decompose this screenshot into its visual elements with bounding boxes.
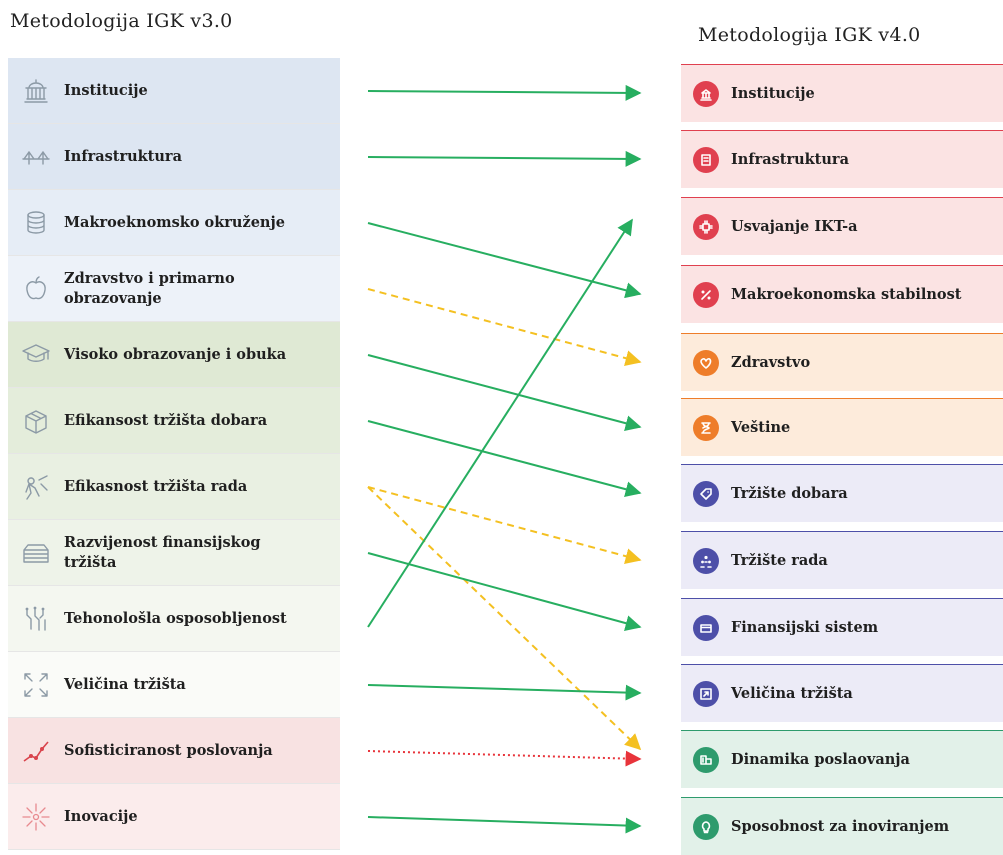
v3-pillar-label: Institucije: [64, 81, 148, 99]
v3-pillar-label: Razvijenost finansijskog tržišta: [64, 533, 261, 571]
mapping-arrow: [367, 354, 642, 432]
wallet-icon: [18, 535, 54, 571]
people-icon: [693, 547, 719, 574]
mapping-arrow: [367, 288, 642, 366]
v3-pillar-row: Inovacije: [8, 784, 340, 850]
tag-icon: [693, 480, 719, 507]
left-column-title: Metodologija IGK v3.0: [10, 10, 233, 32]
card-icon: [693, 614, 719, 641]
heart-icon: [693, 349, 719, 376]
v3-pillar-row: Zdravstvo i primarno obrazovanje: [8, 256, 340, 322]
mapping-arrow: [367, 750, 642, 767]
v3-pillar-label: Tehonološla osposobljenost: [64, 609, 287, 627]
v4-pillar-label: Zdravstvo: [731, 353, 811, 371]
v3-pillar-row: Makroeknomsko okruženje: [8, 190, 340, 256]
mapping-arrow: [367, 150, 642, 167]
v3-pillar-row: Razvijenost finansijskog tržišta: [8, 520, 340, 586]
worker-icon: [18, 469, 54, 505]
v4-pillar-label: Dinamika poslaovanja: [731, 750, 910, 768]
v4-pillar-label: Tržište rada: [731, 551, 828, 569]
v4-pillar-label: Infrastruktura: [731, 150, 849, 168]
v4-pillar-row: Tržište rada: [681, 531, 1003, 589]
v4-pillar-row: Institucije: [681, 64, 1003, 122]
mapping-arrow: [367, 552, 642, 631]
building-icon: [18, 73, 54, 109]
v3-pillar-row: Institucije: [8, 58, 340, 124]
v4-pillar-row: Veličina tržišta: [681, 664, 1003, 722]
v4-pillar-row: Zdravstvo: [681, 333, 1003, 391]
v3-pillar-label: Efikansost tržišta dobara: [64, 411, 268, 429]
growth-line-icon: [18, 733, 54, 769]
v3-pillar-row: Visoko obrazovanje i obuka: [8, 322, 340, 388]
mapping-arrow: [367, 420, 642, 498]
v4-pillar-label: Veštine: [731, 418, 791, 436]
mapping-arrow: [367, 684, 642, 701]
v4-pillar-label: Veličina tržišta: [731, 684, 853, 702]
v4-pillar-row: Veštine: [681, 398, 1003, 456]
v4-pillar-label: Finansijski sistem: [731, 618, 879, 636]
v4-pillar-row: Finansijski sistem: [681, 598, 1003, 656]
v3-pillar-row: Sofisticiranost poslovanja: [8, 718, 340, 784]
v3-pillar-row: Efikansost tržišta dobara: [8, 388, 340, 454]
v3-pillar-label: Inovacije: [64, 807, 138, 825]
coins-icon: [18, 205, 54, 241]
v3-pillar-label: Visoko obrazovanje i obuka: [64, 345, 287, 363]
mapping-arrow: [367, 84, 642, 101]
v3-pillar-label: Sofisticiranost poslovanja: [64, 741, 273, 759]
v3-pillar-label: Veličina tržišta: [64, 675, 186, 693]
mapping-arrow: [367, 816, 642, 834]
v4-pillar-row: Usvajanje IKT-a: [681, 197, 1003, 255]
v3-pillar-row: Efikasnost tržišta rada: [8, 454, 340, 520]
v3-pillar-label: Efikasnost tržišta rada: [64, 477, 248, 495]
mapping-arrow: [367, 486, 642, 751]
building-icon: [693, 80, 719, 107]
v3-pillar-label: Makroeknomsko okruženje: [64, 213, 285, 231]
document-icon: [693, 146, 719, 173]
v4-pillar-label: Makroekonomska stabilnost: [731, 285, 962, 303]
v3-pillar-row: Veličina tržišta: [8, 652, 340, 718]
building-blocks-icon: [693, 746, 719, 773]
v4-pillar-row: Infrastruktura: [681, 130, 1003, 188]
expand-icon: [18, 667, 54, 703]
bulb-icon: [693, 813, 719, 840]
hourglass-icon: [693, 414, 719, 441]
mapping-arrow: [367, 218, 633, 628]
v4-pillar-label: Usvajanje IKT-a: [731, 217, 858, 235]
mapping-arrow: [367, 222, 642, 299]
circuit-icon: [18, 601, 54, 637]
v4-pillar-row: Sposobnost za inoviranjem: [681, 797, 1003, 855]
v3-pillar-label: Zdravstvo i primarno obrazovanje: [64, 269, 235, 307]
v4-pillar-label: Tržište dobara: [731, 484, 848, 502]
spark-icon: [18, 799, 54, 835]
v3-pillar-label: Infrastruktura: [64, 147, 182, 165]
percent-icon: [693, 281, 719, 308]
right-column-title: Metodologija IGK v4.0: [698, 24, 921, 46]
mapping-arrow: [367, 486, 642, 564]
v4-pillar-row: Dinamika poslaovanja: [681, 730, 1003, 788]
bridge-icon: [18, 139, 54, 175]
v4-pillar-label: Institucije: [731, 84, 815, 102]
v3-pillar-row: Tehonološla osposobljenost: [8, 586, 340, 652]
v4-pillar-label: Sposobnost za inoviranjem: [731, 817, 950, 835]
box-icon: [18, 403, 54, 439]
v4-pillar-row: Makroekonomska stabilnost: [681, 265, 1003, 323]
resize-icon: [693, 680, 719, 707]
v4-pillar-row: Tržište dobara: [681, 464, 1003, 522]
v3-pillar-row: Infrastruktura: [8, 124, 340, 190]
chip-icon: [693, 213, 719, 240]
graduation-cap-icon: [18, 337, 54, 373]
apple-icon: [18, 271, 54, 307]
